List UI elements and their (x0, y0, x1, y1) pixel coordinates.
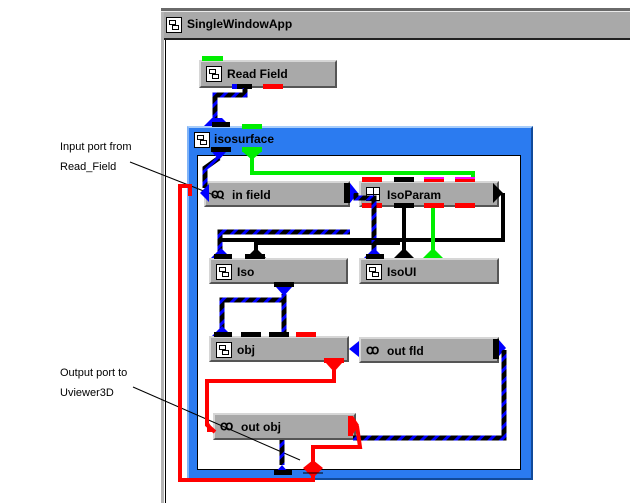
wire-field[interactable] (219, 297, 284, 336)
internal-port-param[interactable] (242, 147, 262, 152)
port-marker (455, 177, 475, 179)
wire-field[interactable] (353, 193, 377, 250)
wire-field[interactable] (353, 350, 507, 441)
window-titlebar[interactable]: SingleWindowApp (161, 12, 630, 40)
module-iso[interactable]: Iso (209, 258, 348, 284)
input-port-object[interactable] (424, 177, 444, 182)
module-label: IsoUI (387, 265, 417, 279)
link-icon: ꝏ (211, 186, 225, 201)
module-label: Iso (237, 265, 255, 279)
module-label: Read Field (227, 67, 288, 81)
module-label: IsoParam (387, 188, 442, 202)
internal-port-field[interactable] (211, 147, 231, 152)
input-port-field[interactable] (200, 184, 209, 202)
port-marker (214, 254, 232, 259)
wire-object[interactable] (178, 184, 315, 482)
port-marker (245, 254, 265, 259)
annotation-line: Input port from (60, 141, 132, 153)
annotation-line: Uviewer3D (60, 387, 114, 399)
output-port-field[interactable] (344, 183, 350, 203)
module-iso-ui[interactable]: IsoUI (359, 258, 499, 284)
port-marker (353, 416, 359, 434)
wire-field[interactable] (212, 88, 248, 120)
input-port-ui[interactable] (269, 332, 289, 337)
output-port-object[interactable] (455, 203, 475, 208)
output-port-field[interactable] (493, 339, 499, 359)
input-port-ui[interactable] (394, 248, 414, 258)
window-title: SingleWindowApp (187, 17, 293, 31)
output-port-object[interactable] (263, 84, 283, 89)
module-icon (216, 264, 232, 280)
module-iso-param[interactable]: IsoParam (359, 181, 499, 207)
input-port-object[interactable] (207, 420, 215, 432)
output-port-object[interactable] (424, 203, 444, 208)
module-icon (194, 132, 210, 148)
input-port-object[interactable] (455, 177, 475, 182)
wire-object[interactable] (311, 425, 363, 462)
module-label: in field (232, 188, 271, 202)
annotation-output-port: Output port to Uviewer3D (60, 363, 127, 403)
port-marker (212, 122, 230, 127)
window-left-divider (165, 40, 166, 503)
wire-object[interactable] (205, 370, 336, 434)
wire-field[interactable] (202, 155, 221, 188)
port-marker (424, 177, 444, 179)
window-top-border (161, 8, 630, 12)
output-port-field[interactable] (232, 84, 252, 89)
module-icon (206, 66, 222, 82)
port-marker (326, 363, 342, 372)
module-obj[interactable]: obj (209, 336, 349, 362)
output-port-ui[interactable] (394, 203, 414, 208)
window-left-border (161, 12, 164, 503)
module-label: out fld (387, 344, 424, 358)
input-port-param[interactable] (242, 124, 262, 129)
module-label: out obj (241, 420, 281, 434)
port-marker (243, 152, 261, 160)
module-read-field[interactable]: Read Field (199, 60, 337, 88)
output-port-ui[interactable] (493, 183, 503, 203)
annotation-line: Output port to (60, 367, 128, 379)
output-port-param[interactable] (202, 56, 223, 61)
link-icon: ꝏ (366, 342, 380, 357)
port-marker (214, 332, 232, 337)
input-port-param[interactable] (423, 248, 443, 258)
application-window: SingleWindowApp (161, 8, 630, 503)
port-marker (499, 340, 506, 356)
annotation-input-port: Input port from Read_Field (60, 137, 132, 177)
output-port-object[interactable] (348, 416, 353, 436)
module-icon (216, 342, 232, 358)
macro-title: isosurface (214, 132, 275, 146)
annotation-leader-line (132, 386, 301, 461)
input-port-object[interactable] (296, 332, 316, 337)
module-icon (366, 264, 382, 280)
port-marker (274, 470, 292, 475)
module-icon (166, 17, 182, 33)
output-port-object[interactable] (324, 358, 344, 363)
output-port-object[interactable] (303, 460, 323, 478)
port-marker (212, 152, 226, 160)
output-port-field[interactable] (274, 282, 294, 287)
wire-ui[interactable] (218, 193, 505, 258)
module-label: obj (237, 343, 255, 357)
input-port-field[interactable] (349, 341, 359, 357)
port-marker (366, 254, 384, 259)
port-marker (232, 84, 237, 89)
input-port-object[interactable] (362, 177, 382, 182)
input-port-ui[interactable] (394, 177, 414, 182)
port-marker (276, 287, 292, 296)
input-port-ui[interactable] (241, 332, 261, 337)
annotation-line: Read_Field (60, 161, 117, 173)
